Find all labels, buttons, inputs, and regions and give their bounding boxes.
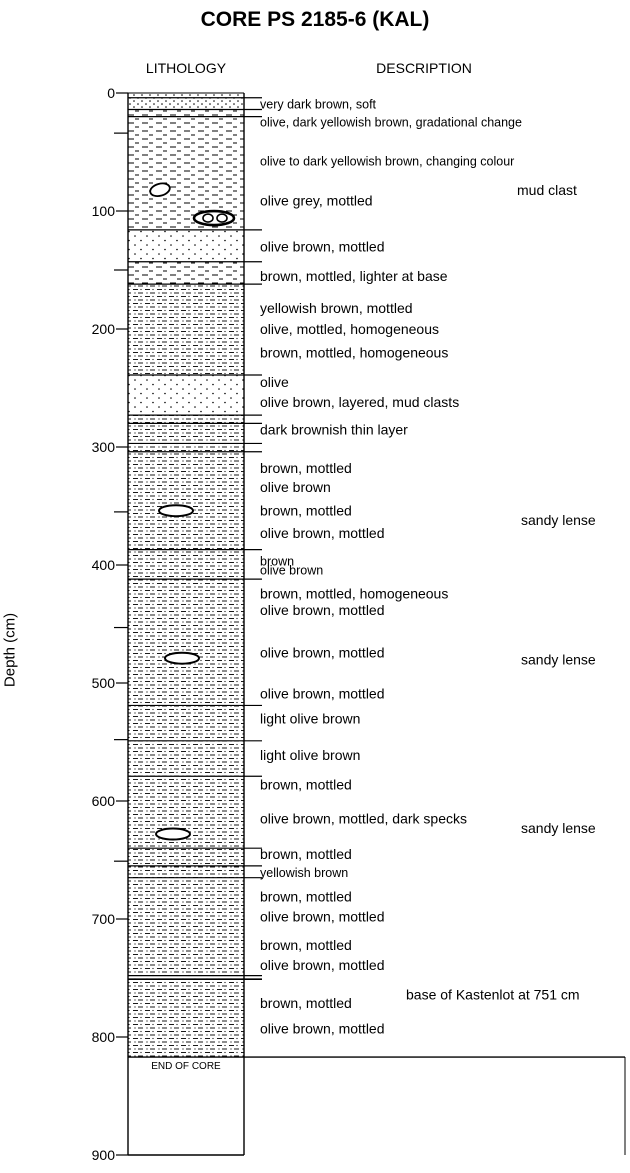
- description-label: olive brown, mottled: [260, 238, 385, 254]
- annotation-label: base of Kastenlot at 751 cm: [406, 987, 580, 1003]
- sandy-lense-icon: [165, 653, 199, 664]
- description-label: olive brown, layered, mud clasts: [260, 394, 459, 410]
- description-label: light olive brown: [260, 710, 360, 726]
- description-label: yellowish brown, mottled: [260, 300, 413, 316]
- description-label: olive, dark yellowish brown, gradational…: [260, 115, 522, 129]
- mud-clast-cluster-icon: [194, 211, 234, 225]
- axis-tick-label: 100: [92, 203, 116, 219]
- description-labels: very dark brown, soft olive, dark yellowi…: [260, 98, 522, 1037]
- description-label: brown, mottled: [260, 460, 352, 476]
- description-label: olive: [260, 374, 289, 390]
- annotation-label: mud clast: [517, 182, 577, 198]
- description-label: olive brown, mottled: [260, 909, 385, 925]
- axis-tick-label: 700: [92, 911, 116, 927]
- lithology-unit-sand-fine: [128, 230, 244, 262]
- depth-axis: 0 100 200 300 400 500 600 700 800 900: [92, 85, 128, 1163]
- axis-tick-label: 600: [92, 793, 116, 809]
- description-label: brown, mottled: [260, 503, 352, 519]
- description-label: brown, mottled: [260, 937, 352, 953]
- description-label: very dark brown, soft: [260, 98, 377, 112]
- description-label: olive brown, mottled: [260, 957, 385, 973]
- description-label: olive brown, mottled, dark specks: [260, 811, 467, 827]
- description-label: brown, mottled, homogeneous: [260, 345, 448, 361]
- lithology-fills: [128, 93, 244, 1057]
- description-label: olive brown, mottled: [260, 644, 385, 660]
- description-label: yellowish brown: [260, 866, 348, 880]
- sandy-lense-icon: [159, 505, 193, 516]
- annotation-label: sandy lense: [521, 820, 596, 836]
- lithology-unit-mud-sand: [128, 284, 244, 375]
- annotation-label: sandy lense: [521, 512, 596, 528]
- axis-tick-label: 500: [92, 675, 116, 691]
- lithology-unit-sand-fine: [128, 375, 244, 415]
- axis-tick-label: 0: [107, 85, 115, 101]
- description-label: olive brown: [260, 479, 331, 495]
- axis-tick-label: 300: [92, 439, 116, 455]
- lithology-unit-sand-coarse: [128, 93, 244, 110]
- sandy-lense-icon: [156, 829, 190, 840]
- description-label: brown, mottled: [260, 889, 352, 905]
- description-label: olive brown: [260, 564, 323, 578]
- description-label: brown, mottled, lighter at base: [260, 268, 448, 284]
- description-label: olive brown, mottled: [260, 525, 385, 541]
- description-label: olive brown, mottled: [260, 686, 385, 702]
- description-label: olive brown, mottled: [260, 602, 385, 618]
- axis-tick-label: 900: [92, 1147, 116, 1163]
- end-of-core-label: END OF CORE: [151, 1061, 221, 1072]
- description-label: olive, mottled, homogeneous: [260, 321, 439, 337]
- axis-tick-label: 200: [92, 321, 116, 337]
- description-label: brown, mottled, homogeneous: [260, 585, 448, 601]
- description-label: brown, mottled: [260, 776, 352, 792]
- axis-tick-label: 800: [92, 1029, 116, 1045]
- description-label: light olive brown: [260, 747, 360, 763]
- annotation-label: sandy lense: [521, 651, 596, 667]
- axis-tick-label: 400: [92, 557, 116, 573]
- description-label: brown, mottled: [260, 995, 352, 1011]
- lithology-unit-mud-dash: [128, 262, 244, 284]
- description-label: olive to dark yellowish brown, changing …: [260, 154, 514, 168]
- description-label: dark brownish thin layer: [260, 421, 408, 437]
- description-label: olive grey, mottled: [260, 192, 373, 208]
- description-label: olive brown, mottled: [260, 1021, 385, 1037]
- description-label: brown, mottled: [260, 846, 352, 862]
